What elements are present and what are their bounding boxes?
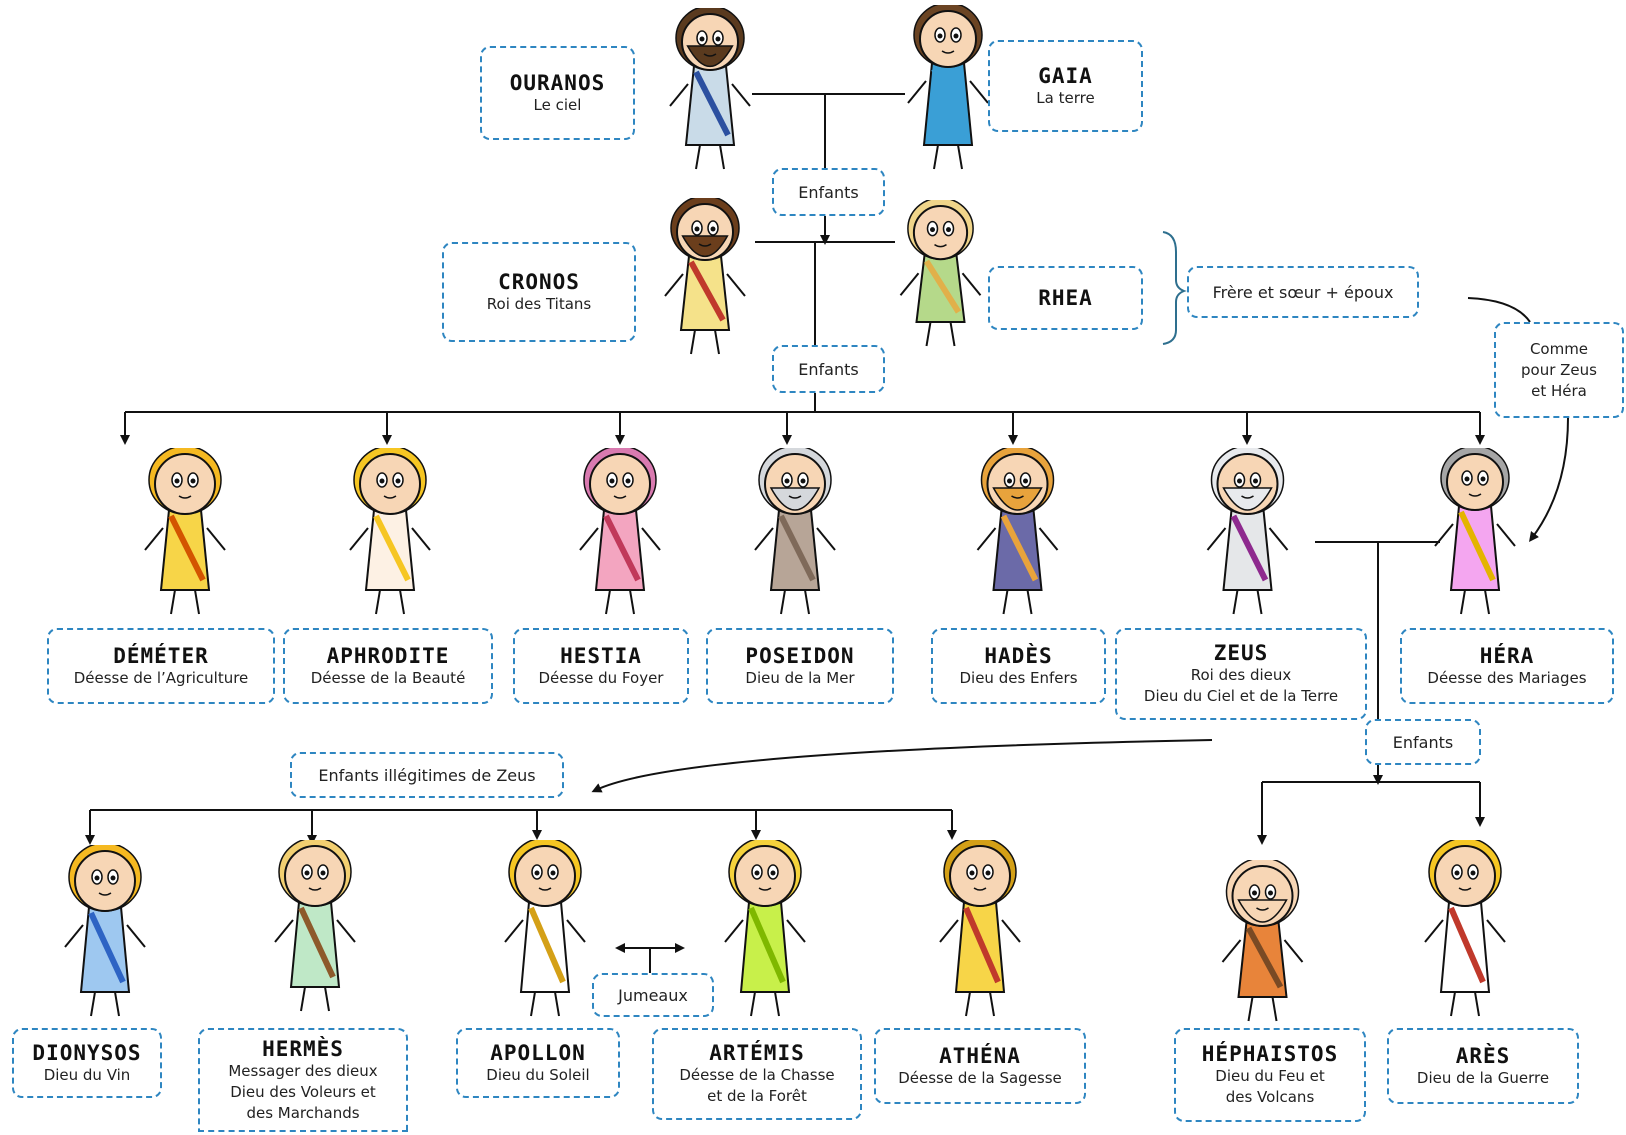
poseidon-figure — [740, 445, 850, 622]
hestia-box: HESTIA Déesse du Foyer — [513, 628, 689, 704]
demeter-figure — [110, 445, 260, 622]
demeter-box: DÉMÉTER Déesse de l’Agriculture — [47, 628, 275, 704]
enfants-label-3: Enfants — [1365, 719, 1481, 765]
enfants-label-2: Enfants — [772, 345, 885, 393]
rhea-box: RHEA — [988, 266, 1143, 330]
zeus-figure — [1190, 445, 1305, 622]
sibling-bracket — [1162, 231, 1187, 345]
apollon-figure — [490, 837, 600, 1024]
poseidon-name: POSEIDON — [745, 643, 855, 668]
hephaistos-name: HÉPHAISTOS — [1201, 1042, 1339, 1066]
zeus-box: ZEUS Roi des dieux Dieu du Ciel et de la… — [1115, 628, 1367, 720]
ouranos-title: Le ciel — [533, 95, 582, 114]
poseidon-box: POSEIDON Dieu de la Mer — [706, 628, 894, 704]
athena-figure — [920, 837, 1040, 1024]
hermes-name: HERMÈS — [262, 1036, 344, 1061]
cronos-name: CRONOS — [498, 269, 580, 294]
hermes-figure — [240, 837, 390, 1019]
demeter-name: DÉMÉTER — [113, 643, 209, 668]
ouranos-figure — [660, 5, 760, 177]
hermes-box: HERMÈS Messager des dieux Dieu des Voleu… — [198, 1028, 408, 1132]
hera-figure — [1425, 445, 1525, 622]
hades-box: HADÈS Dieu des Enfers — [931, 628, 1106, 704]
hephaistos-figure — [1205, 857, 1320, 1029]
hephaistos-box: HÉPHAISTOS Dieu du Feu et des Volcans — [1174, 1028, 1366, 1122]
apollon-name: APOLLON — [490, 1040, 586, 1065]
dionysos-box: DIONYSOS Dieu du Vin — [12, 1028, 162, 1098]
artemis-name: ARTÉMIS — [709, 1041, 805, 1065]
athena-name: ATHÉNA — [939, 1043, 1021, 1068]
ares-box: ARÈS Dieu de la Guerre — [1387, 1028, 1579, 1104]
enfants-label-1: Enfants — [772, 168, 885, 216]
artemis-box: ARTÉMIS Déesse de la Chasse et de la For… — [652, 1028, 862, 1120]
gaia-name: GAIA — [1038, 63, 1093, 88]
apollon-box: APOLLON Dieu du Soleil — [456, 1028, 620, 1098]
artemis-figure — [710, 837, 820, 1024]
hestia-name: HESTIA — [560, 643, 642, 668]
rhea-name: RHEA — [1038, 286, 1093, 310]
cronos-box: CRONOS Roi des Titans — [442, 242, 636, 342]
rhea-figure — [893, 197, 988, 354]
gaia-box: GAIA La terre — [988, 40, 1143, 132]
hestia-figure — [560, 445, 680, 622]
hades-name: HADÈS — [984, 643, 1053, 668]
comme-label: Comme pour Zeus et Héra — [1494, 322, 1624, 418]
zeus-name: ZEUS — [1213, 641, 1269, 665]
aphrodite-name: APHRODITE — [326, 643, 450, 668]
ouranos-box: OURANOS Le ciel — [480, 46, 635, 140]
dionysos-name: DIONYSOS — [32, 1040, 142, 1065]
ares-figure — [1405, 837, 1525, 1024]
hades-figure — [960, 445, 1075, 622]
hera-box: HÉRA Déesse des Mariages — [1400, 628, 1614, 704]
aphrodite-figure — [335, 445, 445, 622]
dionysos-figure — [40, 842, 170, 1024]
athena-box: ATHÉNA Déesse de la Sagesse — [874, 1028, 1086, 1104]
illegitimes-label: Enfants illégitimes de Zeus — [290, 752, 564, 798]
cronos-figure — [655, 195, 755, 362]
gaia-figure — [898, 2, 998, 177]
cronos-title: Roi des Titans — [486, 294, 592, 313]
hera-name: HÉRA — [1479, 643, 1535, 668]
gaia-title: La terre — [1036, 88, 1095, 107]
jumeaux-label: Jumeaux — [592, 973, 714, 1017]
aphrodite-box: APHRODITE Déesse de la Beauté — [283, 628, 493, 704]
frere-soeur-label: Frère et sœur + époux — [1187, 266, 1419, 318]
ares-name: ARÈS — [1455, 1043, 1511, 1068]
ouranos-name: OURANOS — [509, 70, 606, 95]
